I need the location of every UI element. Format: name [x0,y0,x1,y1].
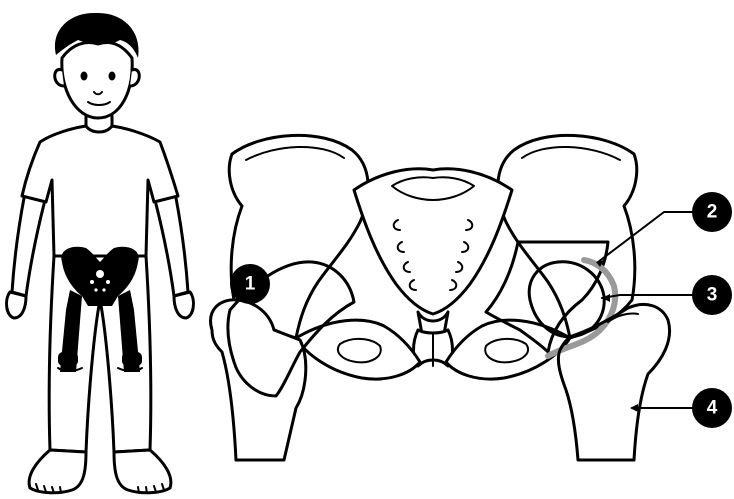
callout-1: 1 [230,264,270,304]
callout-4-number: 4 [707,398,718,419]
callout-4: 4 [692,388,732,428]
callout-2: 2 [692,192,732,232]
callout-2-number: 2 [707,202,718,223]
callout-3: 3 [692,275,732,315]
callout-1-number: 1 [245,274,256,295]
callout-3-number: 3 [707,285,718,306]
pelvis-hip-diagram-icon [211,135,670,460]
child-figure-icon [7,13,194,493]
